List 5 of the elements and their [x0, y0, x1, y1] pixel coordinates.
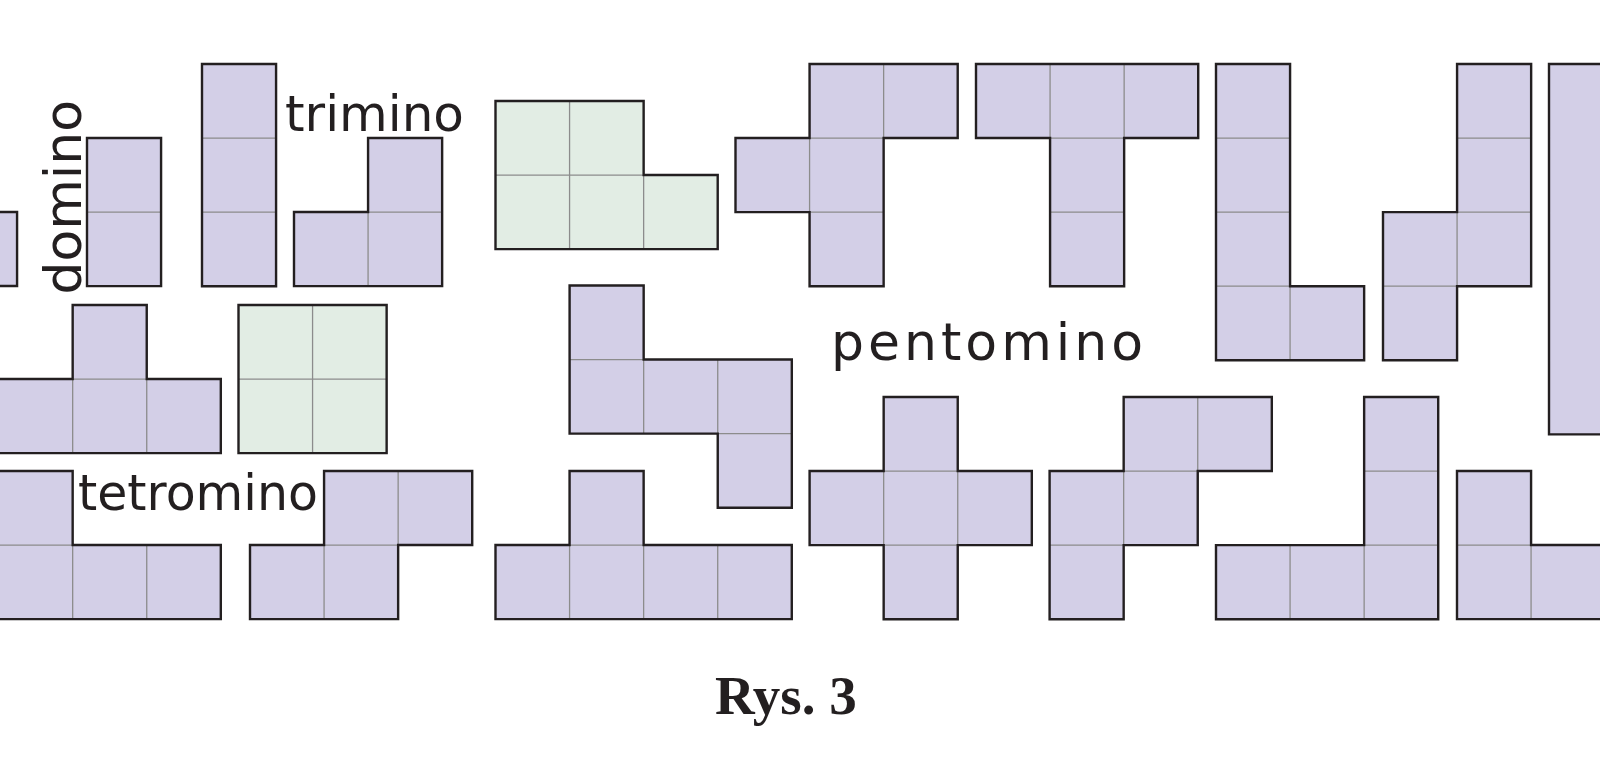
figure-caption: Rys. 3	[715, 666, 857, 727]
category-label: tetromino	[78, 464, 318, 522]
category-label: trimino	[285, 84, 464, 143]
category-label: domino	[33, 99, 94, 295]
category-label: pentomino	[831, 311, 1148, 373]
